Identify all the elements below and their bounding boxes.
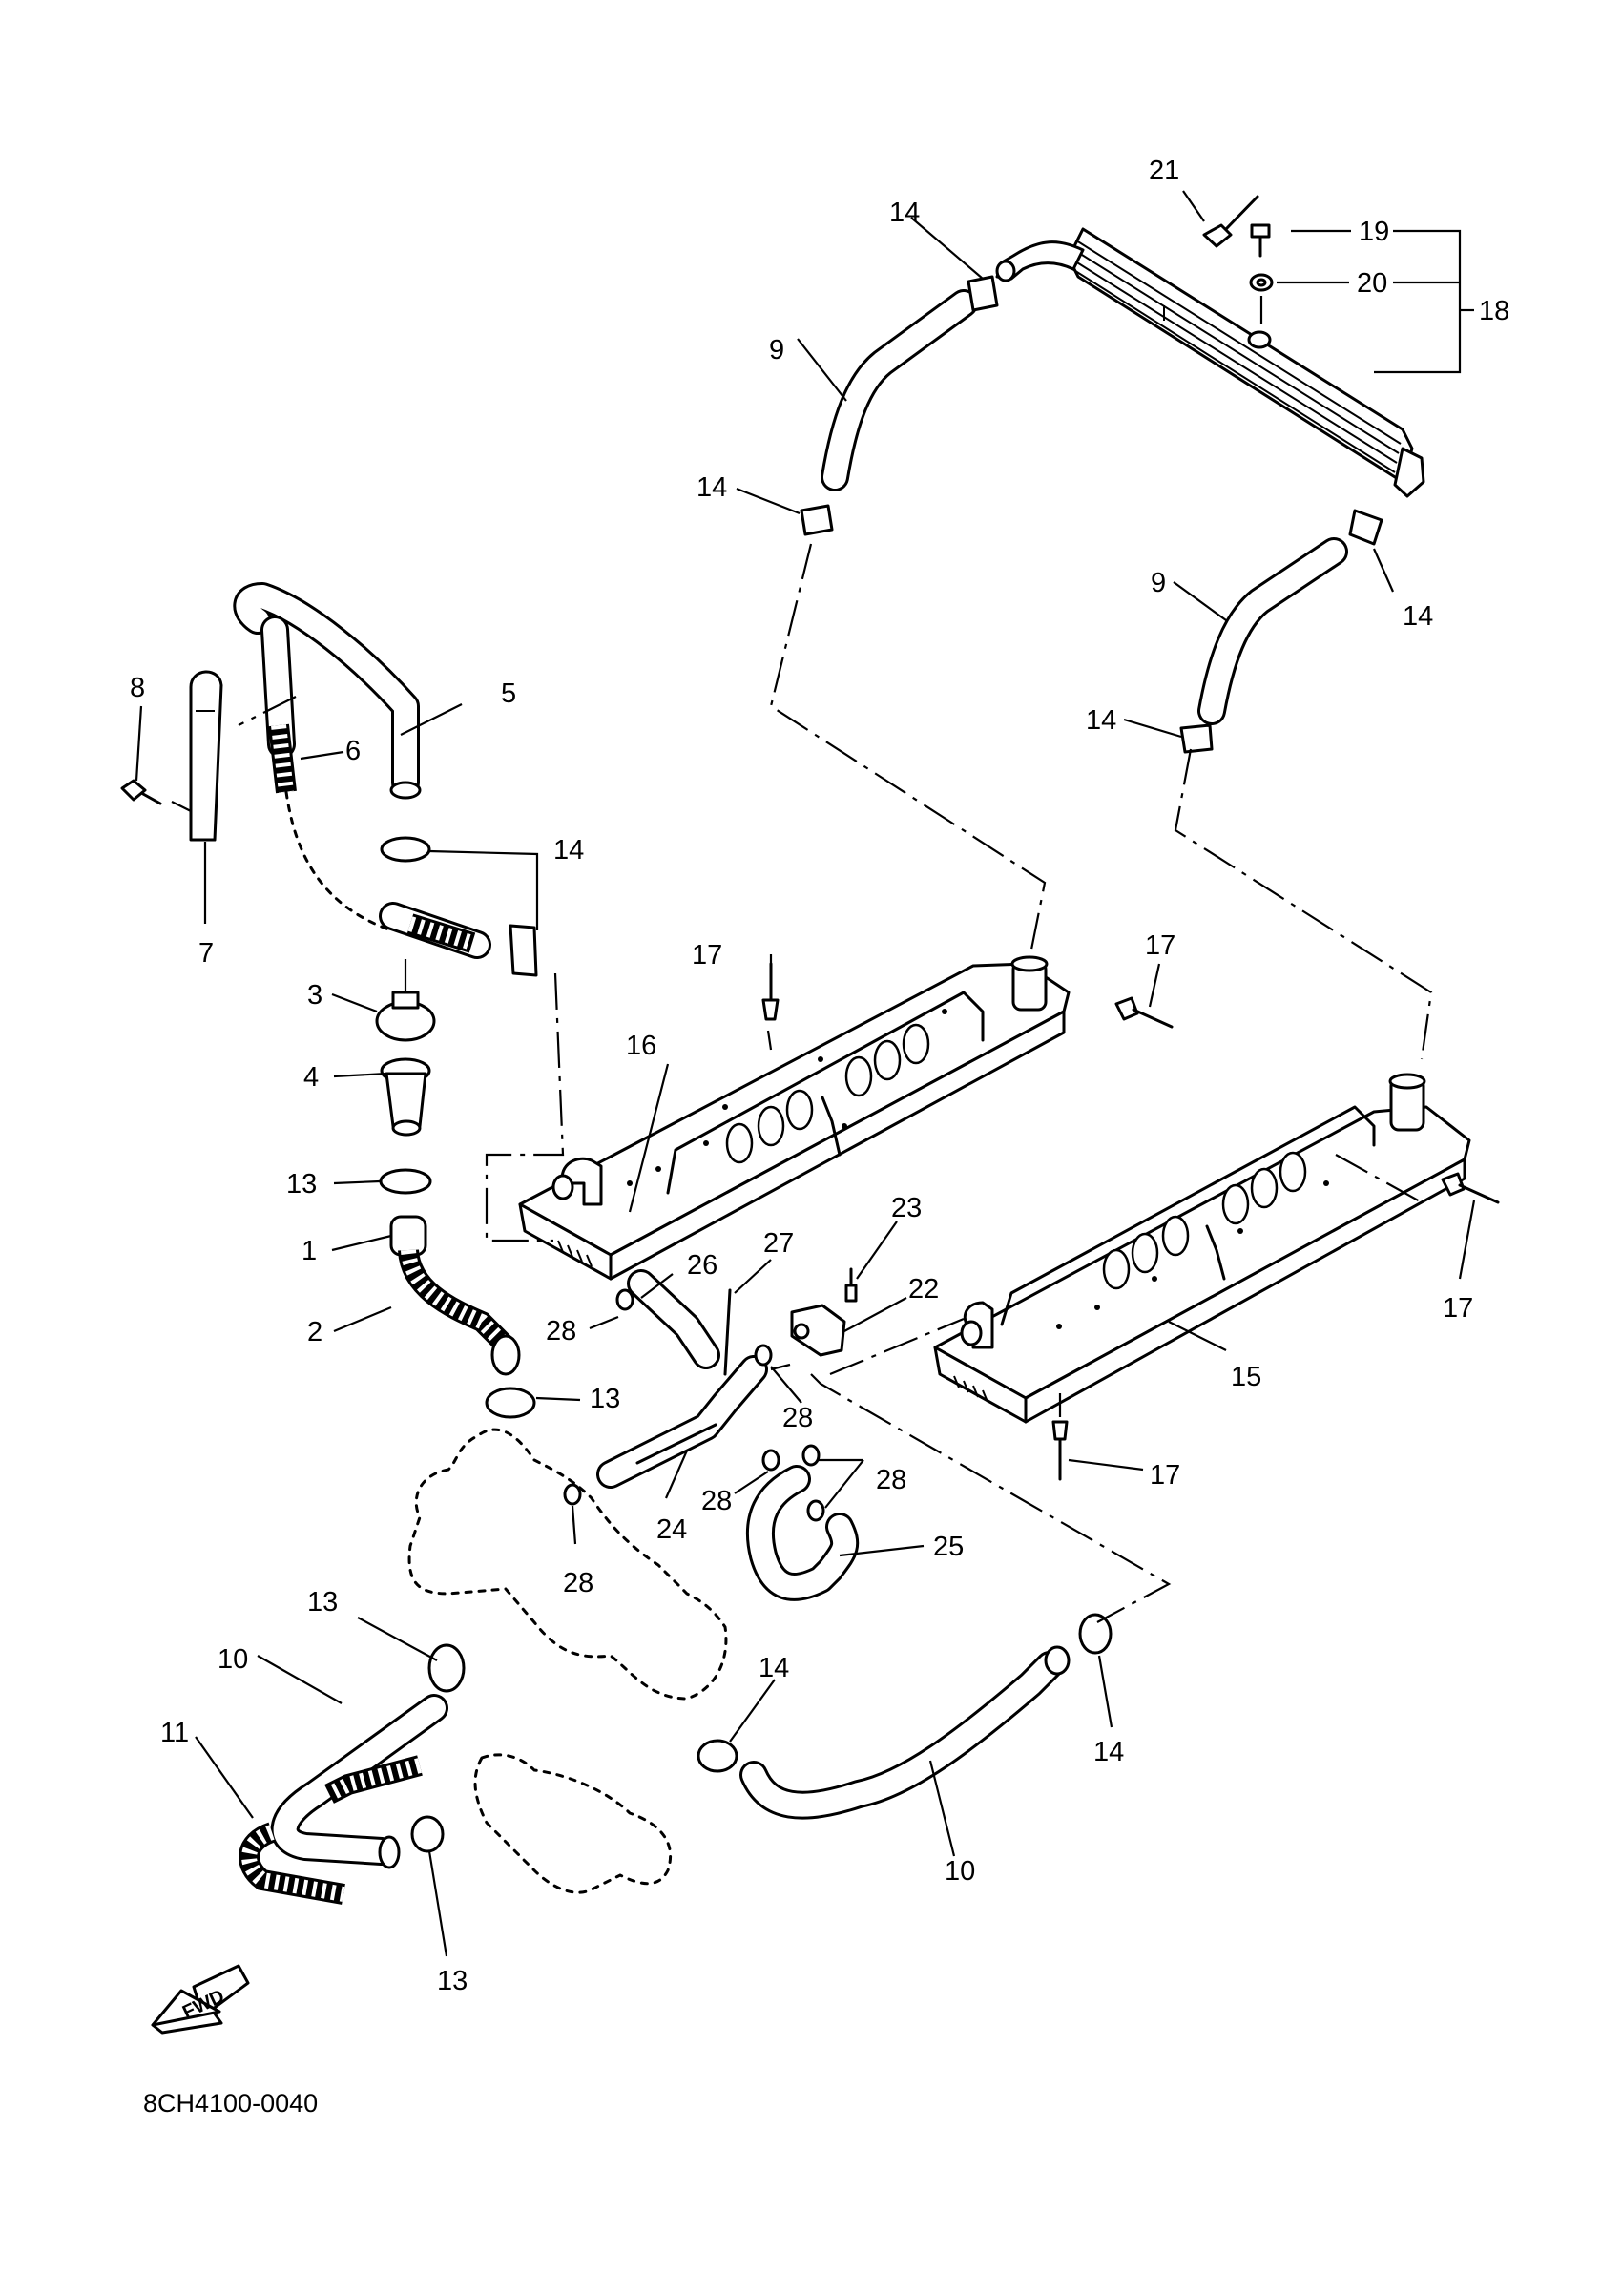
fitting-22 [790, 1304, 846, 1357]
clamp-28 [563, 1288, 825, 1522]
callout-15: 15 [1231, 1362, 1261, 1392]
callout-14-c: 14 [1403, 601, 1433, 632]
callout-13-a: 13 [286, 1169, 317, 1200]
callout-27: 27 [763, 1228, 794, 1259]
callout-10: 10 [945, 1856, 975, 1887]
callout-6: 6 [345, 736, 361, 766]
callout-18: 18 [1479, 296, 1509, 326]
hose-5 [233, 582, 422, 800]
callout-26: 26 [687, 1250, 717, 1281]
hose-9-lower [1197, 537, 1348, 725]
fwd-arrow: FWD [151, 1964, 250, 2035]
callout-19: 19 [1359, 217, 1389, 247]
hose-12 [239, 1755, 423, 1905]
callout-9-b: 9 [1151, 568, 1166, 598]
callout-14-a: 14 [889, 198, 920, 228]
hose-clamp-14 [380, 836, 538, 977]
callout-13-c: 13 [307, 1587, 338, 1618]
callout-14-f: 14 [759, 1653, 789, 1683]
callout-8: 8 [130, 673, 145, 703]
callout-17-b: 17 [1145, 930, 1175, 961]
callout-12: 11 [160, 1718, 189, 1748]
hose-24 [596, 1355, 768, 1489]
callout-14-e: 14 [553, 835, 584, 866]
heat-exchanger-16 [518, 955, 1071, 1281]
diagram-code: 8CH4100-0040 [143, 2089, 318, 2118]
callout-14-g: 14 [1093, 1737, 1124, 1767]
hose-26 [627, 1269, 720, 1369]
callout-2: 2 [307, 1317, 322, 1347]
callout-13-d: 13 [437, 1966, 468, 1996]
oil-cooler [995, 227, 1425, 498]
callout-28-b: 28 [782, 1403, 813, 1433]
callout-13-b: 13 [590, 1384, 620, 1414]
hose-clamp-13 [379, 1168, 536, 1419]
rivet-17 [761, 962, 1500, 1481]
assembly-lines [171, 296, 1433, 1623]
callout-28-e: 28 [563, 1568, 593, 1598]
screw-23 [844, 1267, 858, 1303]
callout-11: 10 [218, 1644, 248, 1675]
callout-28-a: 28 [546, 1316, 576, 1346]
callout-7: 7 [198, 938, 214, 969]
callout-1: 1 [302, 1236, 317, 1266]
hose-clamp-14 [800, 275, 1383, 754]
engine-outline [407, 1428, 728, 1894]
hose-11 [270, 1694, 448, 1869]
callout-labels: 21 19 20 18 14 9 14 9 14 14 8 5 6 14 7 3… [130, 156, 1509, 2118]
callout-20: 20 [1357, 268, 1387, 299]
washer-20 [1249, 273, 1274, 292]
hose-6 [260, 616, 491, 959]
callout-3: 3 [307, 980, 322, 1011]
callout-5: 5 [501, 678, 516, 709]
callout-24: 24 [656, 1514, 687, 1545]
callout-9-a: 9 [769, 335, 784, 365]
leader-lines [135, 190, 1476, 1957]
hose-10 [739, 1645, 1071, 1820]
callout-28-c: 28 [876, 1465, 906, 1495]
tie-27 [723, 1288, 732, 1376]
heat-exchanger-15 [933, 1073, 1471, 1424]
callout-25: 25 [933, 1532, 964, 1562]
hose-clamp-14 [697, 1613, 1113, 1773]
bolt-19 [1250, 223, 1271, 258]
hose-25 [745, 1465, 860, 1601]
callout-28-d: 28 [701, 1486, 732, 1516]
bolt-8 [120, 779, 162, 805]
filler-neck-4 [380, 1057, 431, 1137]
hose-1-2 [389, 1215, 521, 1376]
callout-22: 22 [908, 1274, 939, 1305]
callout-17-c: 17 [1443, 1293, 1473, 1324]
bracket-7 [189, 670, 223, 842]
callout-4: 4 [303, 1062, 319, 1093]
hose-clamp-13 [410, 1643, 466, 1853]
callout-16: 16 [626, 1031, 656, 1061]
rivet-21 [1202, 195, 1259, 248]
callout-23: 23 [891, 1193, 922, 1223]
callout-14-d: 14 [1086, 705, 1116, 736]
hose-9-upper [821, 289, 978, 491]
callout-21: 21 [1149, 156, 1179, 186]
callout-17-d: 17 [1150, 1460, 1180, 1491]
callout-14-b: 14 [697, 472, 727, 503]
cap-3 [375, 991, 436, 1042]
callout-17-a: 17 [692, 940, 722, 971]
